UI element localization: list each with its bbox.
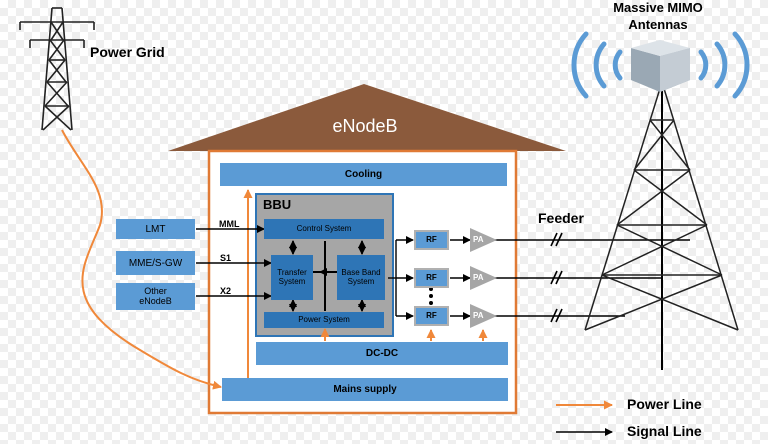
antenna-tower-icon bbox=[584, 81, 739, 331]
pa-triangle-3 bbox=[470, 304, 497, 328]
feeder-label: Feeder bbox=[538, 210, 584, 226]
grid-to-mains-power-line bbox=[61, 129, 222, 390]
x2-interface-label: X2 bbox=[220, 286, 232, 296]
mme-sgw-block: MME/S-GW bbox=[116, 251, 195, 275]
s1-interface-label: S1 bbox=[220, 253, 232, 263]
rf-ellipsis-dots bbox=[429, 287, 433, 305]
massive-mimo-antenna-icon bbox=[571, 31, 750, 99]
power-system-block: Power System bbox=[264, 312, 384, 328]
lmt-block: LMT bbox=[116, 219, 195, 239]
power-grid-pylon-icon bbox=[19, 7, 95, 131]
bbu-label: BBU bbox=[263, 197, 292, 212]
rf-unit-1: RF bbox=[414, 230, 449, 250]
feeder-break-marks-icon bbox=[550, 232, 563, 323]
cooling-block: Cooling bbox=[220, 163, 507, 186]
power-lines bbox=[61, 129, 613, 410]
control-system-block: Control System bbox=[264, 219, 384, 239]
transfer-system-block: Transfer System bbox=[271, 255, 313, 300]
pa-triangle-2 bbox=[470, 266, 497, 290]
pa-amplifiers bbox=[470, 228, 497, 328]
rf-unit-3: RF bbox=[414, 306, 449, 326]
pa-label-3: PA bbox=[473, 311, 484, 320]
legend-power-line-label: Power Line bbox=[627, 396, 702, 412]
legend-signal-line-label: Signal Line bbox=[627, 423, 702, 439]
dc-dc-block: DC-DC bbox=[256, 342, 508, 365]
pa-label-2: PA bbox=[473, 273, 484, 282]
base-band-system-block: Base Band System bbox=[337, 255, 385, 300]
pa-label-1: PA bbox=[473, 235, 484, 244]
mml-interface-label: MML bbox=[219, 219, 240, 229]
rf-unit-2: RF bbox=[414, 268, 449, 288]
power-grid-label: Power Grid bbox=[90, 44, 165, 60]
massive-mimo-label: Massive MIMO bbox=[613, 0, 703, 15]
signal-lines bbox=[196, 82, 690, 436]
enodeb-title: eNodeB bbox=[332, 116, 398, 136]
antennas-label: Antennas bbox=[628, 17, 688, 32]
other-enodeb-block: Other eNodeB bbox=[116, 283, 195, 310]
enodeb-roof bbox=[168, 84, 566, 151]
pa-triangle-1 bbox=[470, 228, 497, 252]
mains-supply-block: Mains supply bbox=[222, 378, 508, 401]
